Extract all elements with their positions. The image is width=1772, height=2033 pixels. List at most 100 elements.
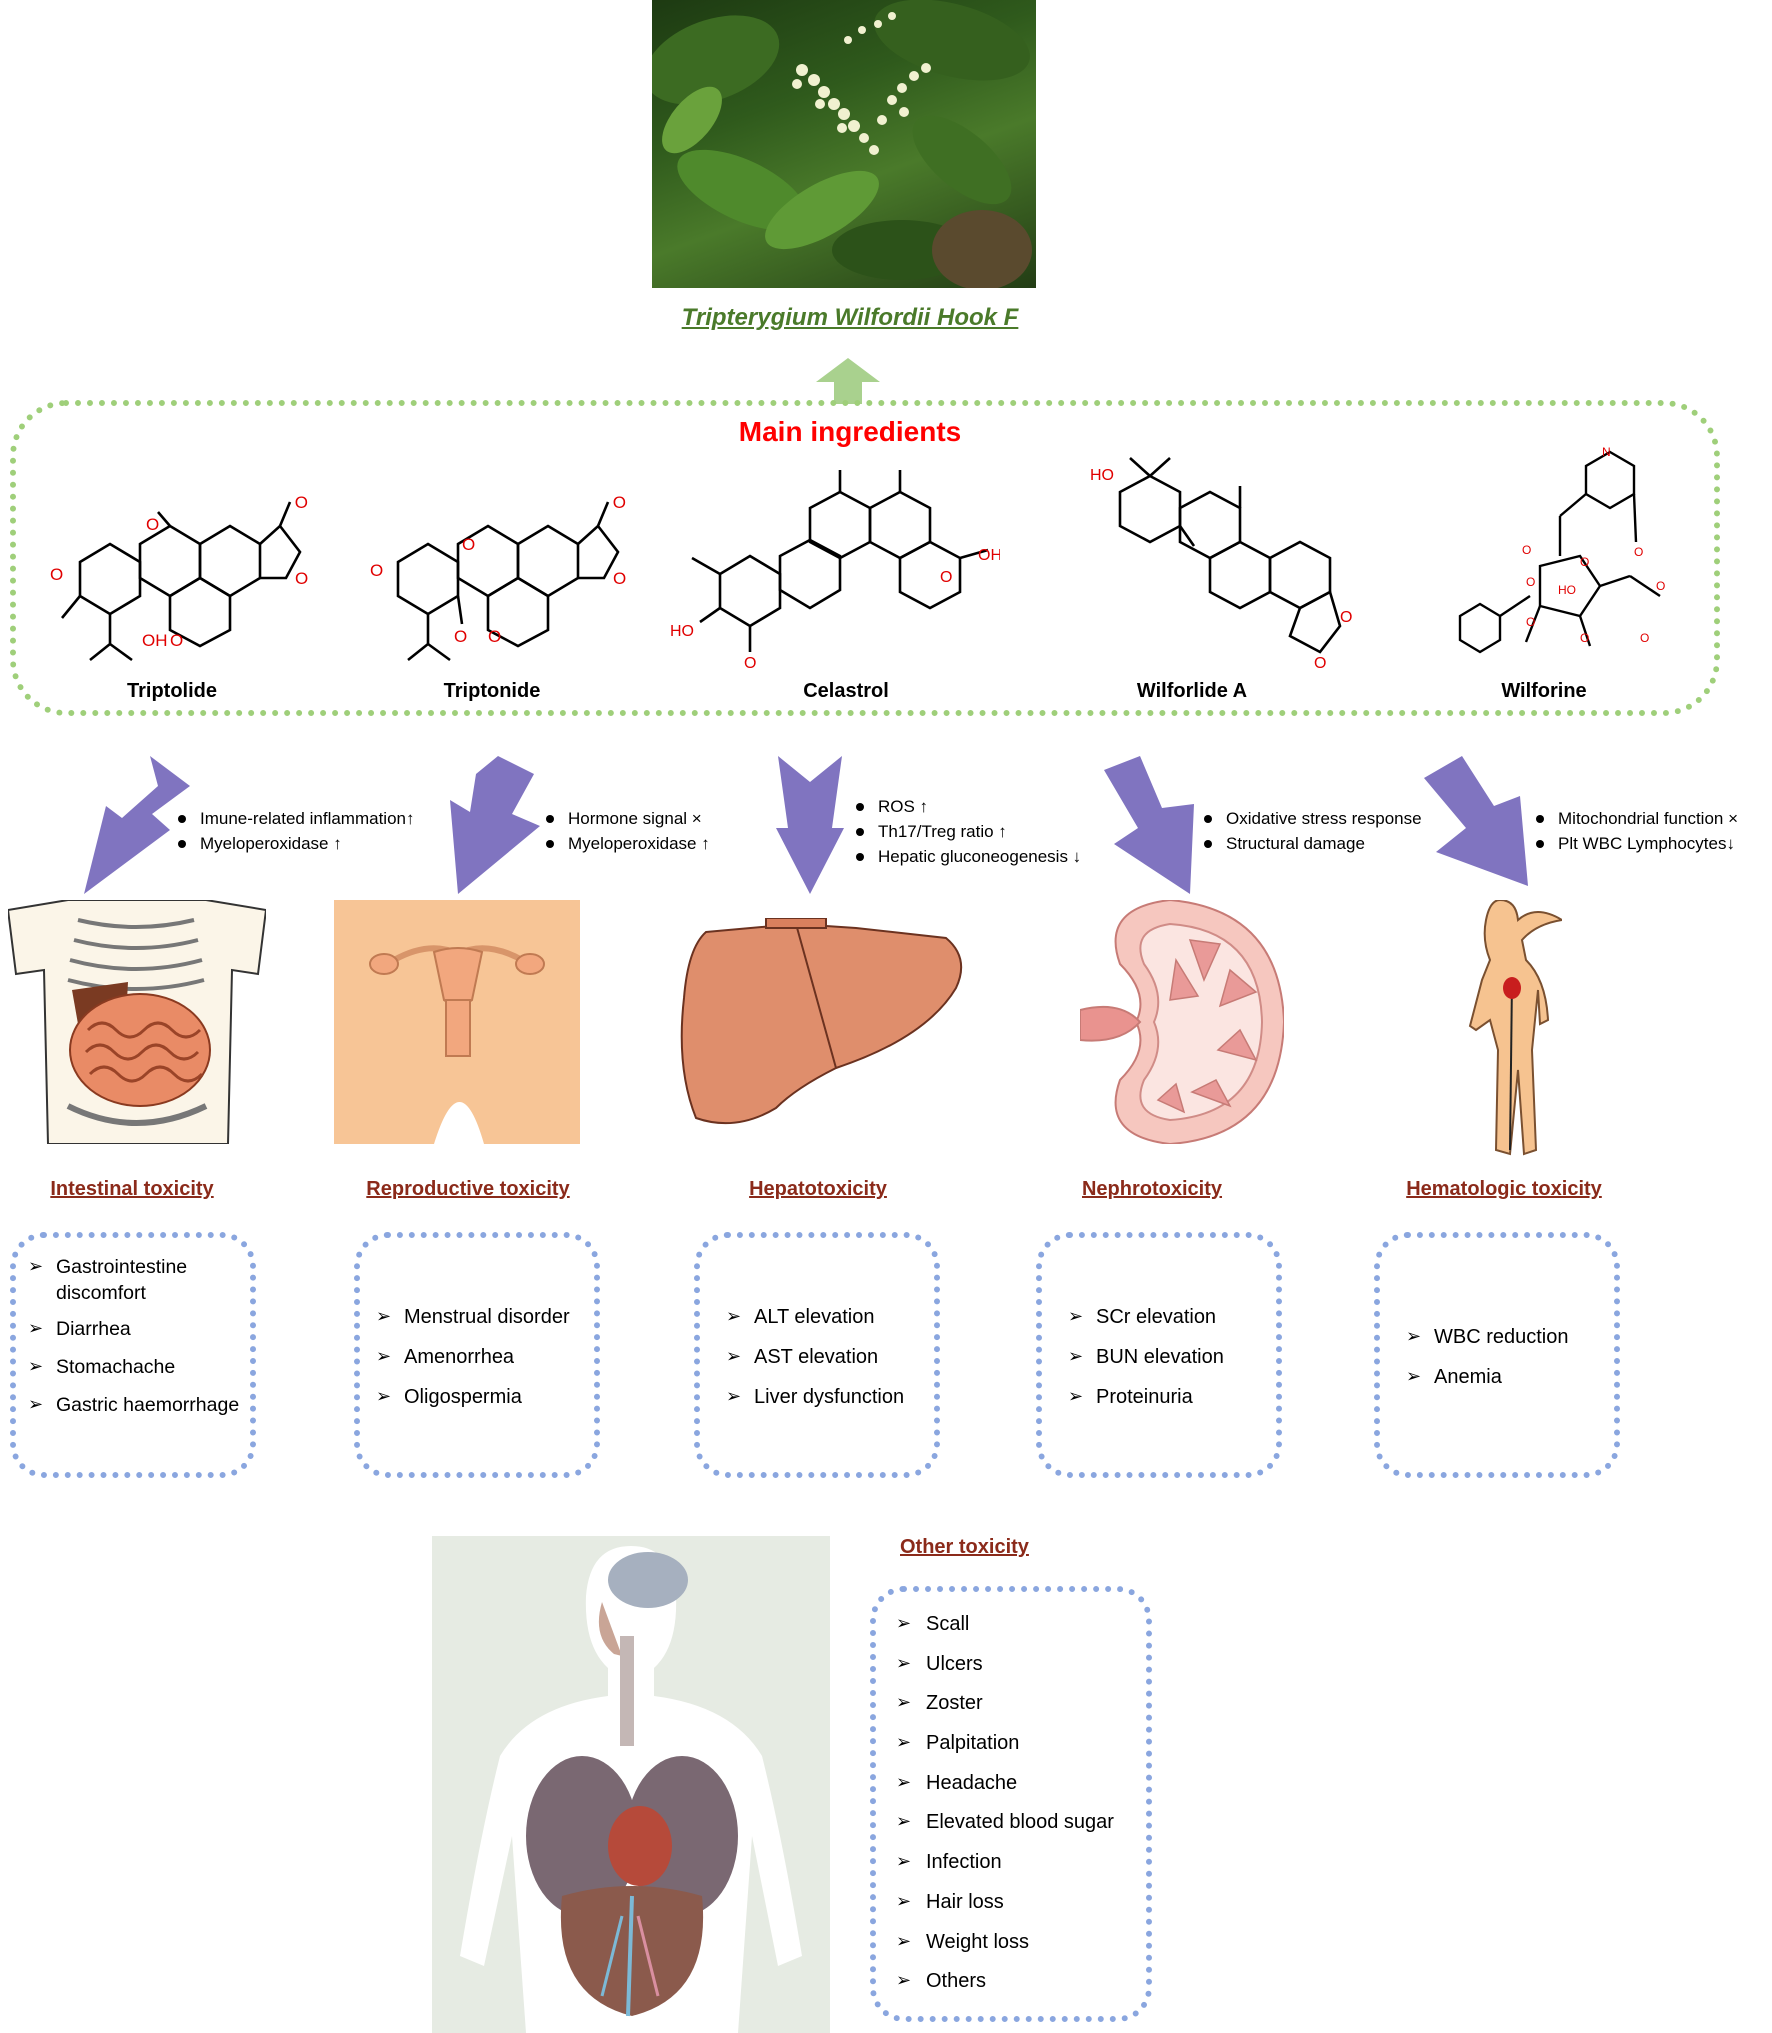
toxicity-title-intestinal: Intestinal toxicity bbox=[50, 1178, 214, 1200]
svg-text:O: O bbox=[454, 627, 467, 646]
symptom-text: Oligospermia bbox=[404, 1386, 522, 1408]
human-body-illustration bbox=[432, 1536, 830, 2033]
mechanism-intestinal: Imune-related inflammation↑ Myeloperoxid… bbox=[172, 806, 414, 856]
mechanism-item: ROS ↑ bbox=[850, 794, 1081, 819]
compound-celastrol: Celastrol bbox=[803, 680, 889, 702]
symptom-item: Diarrhea bbox=[26, 1316, 250, 1342]
symptom-item: BUN elevation bbox=[1066, 1344, 1276, 1370]
symptom-item: Weight loss bbox=[894, 1928, 1146, 1968]
symptom-item: SCr elevation bbox=[1066, 1304, 1276, 1330]
symptom-text: Infection bbox=[926, 1851, 1002, 1874]
symptom-item: Gastrointestine discomfort bbox=[26, 1254, 250, 1306]
main-ingredients-box bbox=[10, 400, 1720, 716]
symptom-text: BUN elevation bbox=[1096, 1346, 1224, 1368]
toxicity-title-nephro: Nephrotoxicity bbox=[1081, 1178, 1223, 1200]
wilforine-structure: N O O O HO O O O O O bbox=[1458, 446, 1665, 654]
symptom-item: ALT elevation bbox=[724, 1304, 934, 1330]
svg-text:O: O bbox=[146, 515, 159, 534]
symptoms-box-hepatic: ALT elevation AST elevation Liver dysfun… bbox=[694, 1232, 940, 1478]
svg-text:O: O bbox=[1340, 609, 1352, 626]
other-toxicity-title: Other toxicity bbox=[900, 1536, 1029, 1558]
down-arrow-reproductive bbox=[450, 756, 540, 894]
symptom-text: Gastric haemorrhage bbox=[56, 1394, 240, 1416]
triptolide-structure: O O O O OH O bbox=[50, 493, 308, 662]
mechanism-item: Imune-related inflammation↑ bbox=[172, 806, 414, 831]
symptom-text: Amenorrhea bbox=[404, 1346, 515, 1368]
symptom-item: Amenorrhea bbox=[374, 1344, 594, 1370]
symptom-text: Zoster bbox=[926, 1692, 983, 1715]
mechanism-item: Hormone signal × bbox=[540, 806, 710, 831]
mechanism-hepatic: ROS ↑ Th17/Treg ratio ↑ Hepatic gluconeo… bbox=[850, 794, 1081, 869]
symptom-item: Zoster bbox=[894, 1689, 1146, 1729]
symptom-text: Ulcers bbox=[926, 1652, 983, 1675]
wilforlide-a-structure: HO O O bbox=[1090, 457, 1352, 672]
symptom-text: Menstrual disorder bbox=[404, 1306, 570, 1328]
svg-text:O: O bbox=[1526, 575, 1535, 589]
svg-text:O: O bbox=[1640, 631, 1649, 645]
symptom-item: Headache bbox=[894, 1769, 1146, 1809]
symptom-item: Hair loss bbox=[894, 1888, 1146, 1928]
symptom-item: Palpitation bbox=[894, 1729, 1146, 1769]
symptom-item: Gastric haemorrhage bbox=[26, 1392, 250, 1418]
compound-triptonide: Triptonide bbox=[443, 680, 541, 702]
main-ingredients-title: Main ingredients bbox=[738, 416, 962, 447]
symptoms-box-reproductive: Menstrual disorder Amenorrhea Oligosperm… bbox=[354, 1232, 600, 1478]
mechanism-item: Plt WBC Lymphocytes↓ bbox=[1530, 831, 1738, 856]
symptom-item: AST elevation bbox=[724, 1344, 934, 1370]
svg-text:O: O bbox=[613, 493, 626, 512]
mechanism-item: Mitochondrial function × bbox=[1530, 806, 1738, 831]
svg-text:O: O bbox=[462, 535, 475, 554]
svg-text:HO: HO bbox=[1558, 583, 1576, 597]
symptom-item: Stomachache bbox=[26, 1354, 250, 1380]
svg-text:O: O bbox=[1634, 545, 1643, 559]
plant-photo bbox=[652, 0, 1036, 288]
svg-text:O: O bbox=[1656, 579, 1665, 593]
down-arrow-nephro bbox=[1104, 756, 1194, 894]
mechanism-item: Myeloperoxidase ↑ bbox=[172, 831, 414, 856]
svg-text:O: O bbox=[1580, 631, 1589, 645]
up-arrow bbox=[816, 358, 880, 404]
symptom-item: Oligospermia bbox=[374, 1384, 594, 1410]
symptom-text: Hair loss bbox=[926, 1890, 1004, 1913]
svg-text:O: O bbox=[1522, 543, 1531, 557]
symptom-item: Elevated blood sugar bbox=[894, 1808, 1146, 1848]
svg-text:OH: OH bbox=[142, 631, 168, 650]
svg-text:O: O bbox=[295, 493, 308, 512]
symptom-text: ALT elevation bbox=[754, 1306, 875, 1328]
svg-text:O: O bbox=[370, 561, 383, 580]
symptom-text: Diarrhea bbox=[56, 1318, 131, 1340]
liver-illustration bbox=[680, 918, 963, 1125]
svg-text:O: O bbox=[1314, 655, 1326, 672]
mechanism-item: Hepatic gluconeogenesis ↓ bbox=[850, 844, 1081, 869]
symptom-text: Anemia bbox=[1434, 1366, 1502, 1388]
symptom-text: Weight loss bbox=[926, 1930, 1030, 1953]
svg-text:O: O bbox=[50, 565, 63, 584]
svg-text:O: O bbox=[940, 569, 952, 586]
symptom-text: Proteinuria bbox=[1096, 1386, 1193, 1408]
mechanism-nephro: Oxidative stress response Structural dam… bbox=[1198, 806, 1422, 856]
compound-triptolide: Triptolide bbox=[127, 680, 217, 702]
symptom-item: Scall bbox=[894, 1610, 1146, 1650]
toxicity-title-reproductive: Reproductive toxicity bbox=[366, 1178, 570, 1200]
svg-text:O: O bbox=[1580, 555, 1589, 569]
symptoms-box-hematologic: WBC reduction Anemia bbox=[1374, 1232, 1620, 1478]
symptom-item: WBC reduction bbox=[1404, 1324, 1614, 1350]
down-arrow-hematologic bbox=[1424, 756, 1528, 886]
symptom-text: Stomachache bbox=[56, 1356, 176, 1378]
symptom-item: Infection bbox=[894, 1848, 1146, 1888]
compound-wilforine: Wilforine bbox=[1501, 680, 1587, 702]
mechanism-hematologic: Mitochondrial function × Plt WBC Lymphoc… bbox=[1530, 806, 1738, 856]
mechanism-reproductive: Hormone signal × Myeloperoxidase ↑ bbox=[540, 806, 710, 856]
svg-text:O: O bbox=[744, 655, 756, 672]
toxicity-title-hematologic: Hematologic toxicity bbox=[1406, 1178, 1602, 1200]
svg-text:HO: HO bbox=[1090, 467, 1114, 484]
other-toxicity-box: Scall Ulcers Zoster Palpitation Headache… bbox=[870, 1586, 1152, 2022]
svg-text:O: O bbox=[295, 569, 308, 588]
symptom-item: Menstrual disorder bbox=[374, 1304, 594, 1330]
symptom-item: Anemia bbox=[1404, 1364, 1614, 1390]
symptom-text: Liver dysfunction bbox=[754, 1386, 905, 1408]
symptom-item: Ulcers bbox=[894, 1650, 1146, 1690]
svg-text:O: O bbox=[613, 569, 626, 588]
circulatory-illustration bbox=[1468, 900, 1562, 1156]
celastrol-structure: HO O OH O bbox=[670, 470, 1000, 672]
